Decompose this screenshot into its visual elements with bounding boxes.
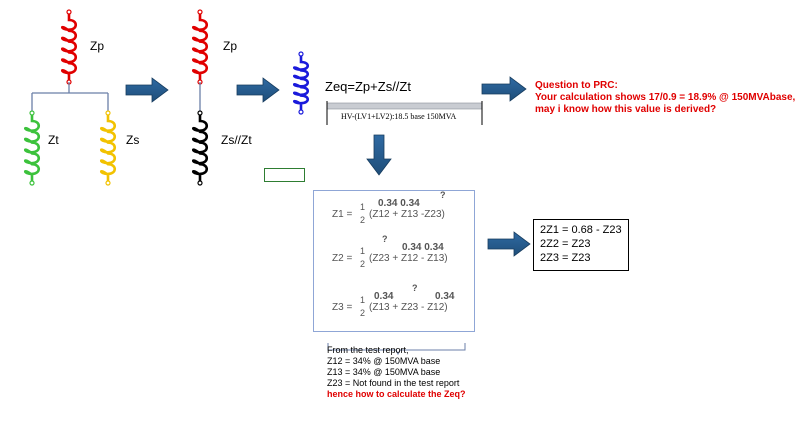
eq3-body: (Z13 + Z23 - Z12) [369,302,448,313]
arrow-4 [487,231,531,257]
label-zt: Zt [48,133,59,147]
eq3-val2: 0.34 [435,291,455,302]
label-zp-2: Zp [223,39,238,53]
question-note: Question to PRC: Your calculation shows … [535,80,796,115]
arrow-down [366,134,392,176]
eq2-den: 2 [360,259,366,269]
coil-zt-green [23,110,41,186]
test-report-note: From the test report, Z12 = 34% @ 150MVA… [327,345,466,399]
eq3-val1: 0.34 [374,291,394,302]
arrow-1 [125,77,169,103]
label-zs-zt: Zs//Zt [221,133,252,147]
branch-wiring [31,82,109,113]
coil-zp-red-2 [191,9,209,85]
label-zp: Zp [90,39,105,53]
results-box: 2Z1 = 0.68 - Z23 2Z2 = Z23 2Z3 = Z23 [533,219,629,271]
eq1-num: 1 [360,202,366,212]
arrow-2 [236,77,280,103]
eq3-num: 1 [360,295,366,305]
coil-zs-zt-black [191,110,209,186]
eq3-question: ? [412,283,418,293]
result-2: 2Z2 = Z23 [540,238,591,250]
coil-zeq-blue [292,51,309,115]
eq2-question: ? [382,234,388,244]
brace [327,343,466,356]
eq2-num: 1 [360,246,366,256]
eq1-den: 2 [360,215,366,225]
coil-zs-yellow [99,110,117,186]
eq2-lhs: Z2 = [332,253,353,264]
eq2-vals: 0.34 0.34 [402,242,444,253]
eq1-lhs: Z1 = [332,209,353,220]
empty-box [264,168,305,182]
eq3-lhs: Z3 = [332,302,353,313]
eq1-vals: 0.34 0.34 [378,198,420,209]
label-zs: Zs [126,133,140,147]
eq2-body: (Z23 + Z12 - Z13) [369,253,448,264]
coil-zp-red [60,9,78,85]
result-1: 2Z1 = 0.68 - Z23 [540,224,622,236]
impedance-bar [326,102,483,110]
hv-rating: HV-(LV1+LV2):18.5 base 150MVA [341,112,457,121]
eq1-question: ? [440,190,446,200]
arrow-3 [481,76,527,102]
equations-box: Z1 = 1 2 (Z12 + Z13 -Z23) 0.34 0.34 ? Z2… [313,190,475,332]
zeq-formula: Zeq=Zp+Zs//Zt [325,79,411,94]
eq1-body: (Z12 + Z13 -Z23) [369,209,445,220]
result-3: 2Z3 = Z23 [540,252,591,264]
eq3-den: 2 [360,308,366,318]
